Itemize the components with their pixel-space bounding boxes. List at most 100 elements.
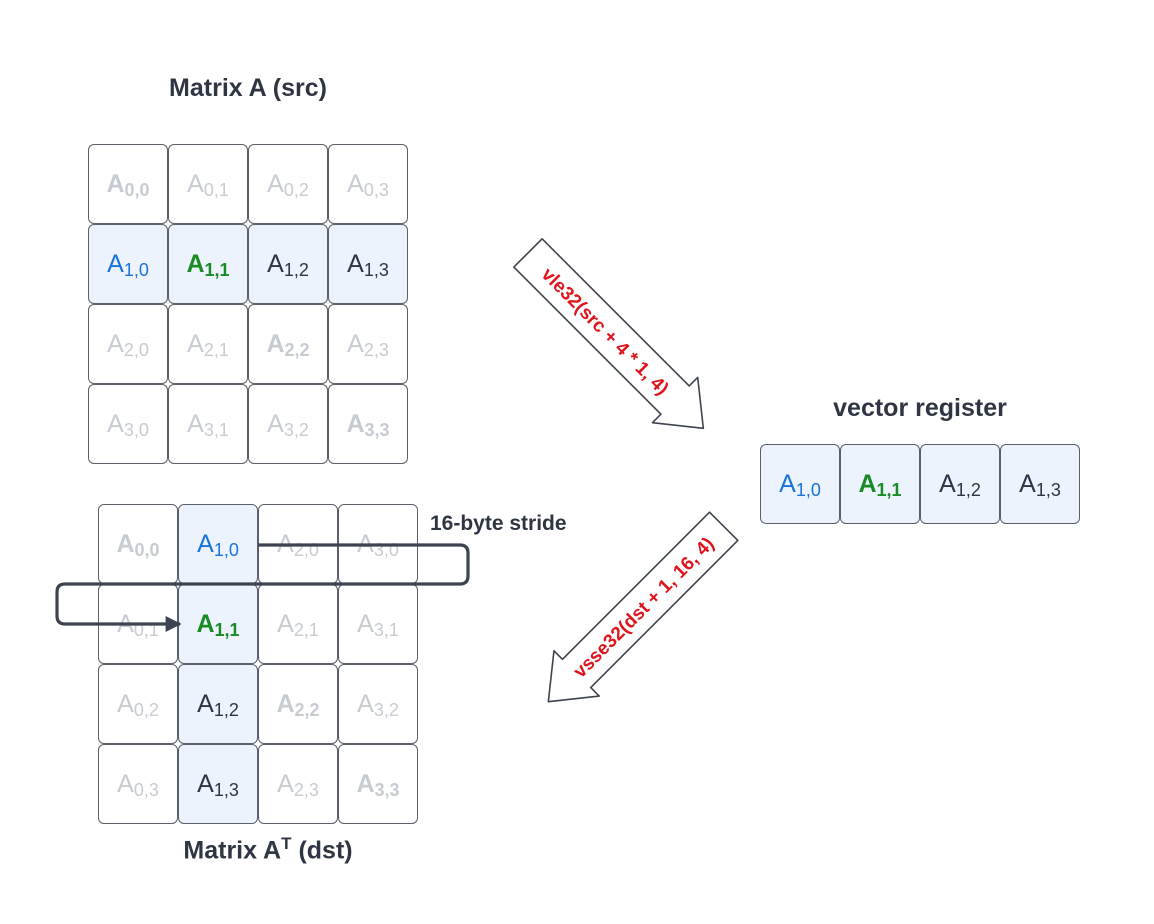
cell-base: A [277, 609, 294, 638]
cell-subscript: 2,1 [293, 619, 319, 640]
cell-subscript: 2,1 [203, 339, 229, 360]
cell-base: A [117, 689, 134, 718]
cell-base: A [267, 409, 284, 438]
cell-subscript: 1,1 [204, 259, 230, 280]
cell-base: A [277, 769, 294, 798]
cell-subscript: 1,2 [213, 699, 239, 720]
cell-subscript: 1,2 [955, 479, 981, 500]
cell-base: A [858, 469, 877, 498]
cell-subscript: 3,0 [123, 419, 149, 440]
cell-base: A [116, 529, 135, 558]
cell-base: A [106, 169, 125, 198]
cell-base: A [266, 329, 285, 358]
cell-subscript: 2,0 [123, 339, 149, 360]
cell-subscript: 3,1 [203, 419, 229, 440]
load-instruction-label: vle32(src + 4 * 1, 4) [537, 264, 672, 399]
cell-subscript: 1,0 [123, 259, 149, 280]
matrix-at-title: Matrix AT (dst) [108, 834, 428, 865]
cell-base: A [276, 689, 295, 718]
cell-base: A [347, 329, 364, 358]
cell-base: A [356, 769, 375, 798]
cell-subscript: 0,1 [203, 179, 229, 200]
cell-base: A [187, 169, 204, 198]
cell-subscript: 1,3 [213, 779, 239, 800]
store-instruction-label: vsse32(dst + 1, 16, 4) [570, 534, 719, 683]
cell-base: A [197, 529, 214, 558]
vector-register-title: vector register [833, 394, 1007, 422]
cell-subscript: 0,3 [133, 779, 159, 800]
cell-subscript: 0,3 [363, 179, 389, 200]
cell-base: A [779, 469, 796, 498]
matrix-a-title: Matrix A (src) [169, 74, 327, 102]
cell-base: A [197, 769, 214, 798]
cell-base: A [347, 249, 364, 278]
cell-base: A [107, 329, 124, 358]
cell-subscript: 1,1 [214, 619, 240, 640]
cell-subscript: 3,3 [364, 419, 390, 440]
cell-base: A [107, 409, 124, 438]
matrix-at-title-sup: T [281, 834, 292, 853]
cell-base: A [267, 169, 284, 198]
matrix-at-title-prefix: Matrix A [183, 836, 282, 865]
cell-subscript: 1,1 [876, 479, 902, 500]
cell-base: A [267, 249, 284, 278]
cell-base: A [197, 689, 214, 718]
load-arrow: vle32(src + 4 * 1, 4) [513, 238, 705, 430]
cell-subscript: 1,0 [795, 479, 821, 500]
store-arrow-shape [547, 511, 739, 703]
cell-subscript: 2,3 [293, 779, 319, 800]
cell-subscript: 2,2 [284, 339, 310, 360]
matrix-at-title-suffix: (dst) [291, 836, 353, 865]
cell-base: A [939, 469, 956, 498]
cell-base: A [117, 769, 134, 798]
cell-subscript: 2,2 [294, 699, 320, 720]
store-arrow: vsse32(dst + 1, 16, 4) [547, 511, 739, 703]
cell-subscript: 3,1 [373, 619, 399, 640]
cell-subscript: 1,3 [363, 259, 389, 280]
stride-label: 16-byte stride [430, 512, 567, 535]
cell-subscript: 0,2 [133, 699, 159, 720]
cell-base: A [186, 249, 205, 278]
cell-base: A [357, 689, 374, 718]
cell-subscript: 1,2 [283, 259, 309, 280]
load-arrow-shape [513, 238, 705, 430]
cell-subscript: 3,3 [374, 779, 400, 800]
stride-path-arrow [55, 543, 470, 632]
cell-base: A [196, 609, 215, 638]
cell-subscript: 1,3 [1035, 479, 1061, 500]
cell-subscript: 2,3 [363, 339, 389, 360]
cell-base: A [1019, 469, 1036, 498]
cell-base: A [187, 329, 204, 358]
cell-base: A [187, 409, 204, 438]
cell-base: A [347, 169, 364, 198]
